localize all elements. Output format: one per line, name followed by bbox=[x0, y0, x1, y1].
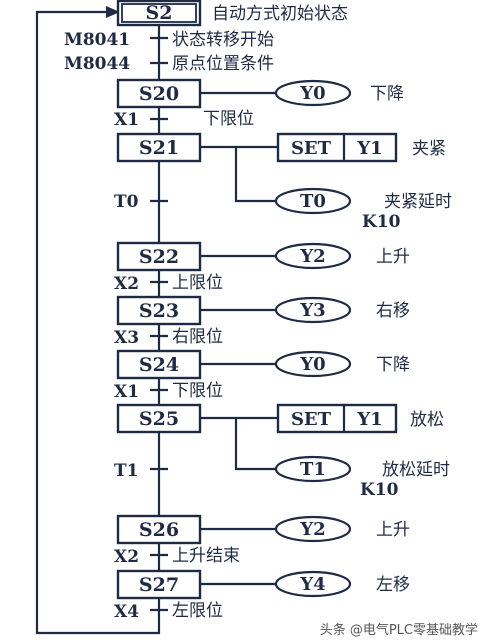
action-label: 下降 bbox=[376, 355, 410, 375]
transition-code: M8044 bbox=[64, 54, 130, 74]
timer-coil: T1 bbox=[300, 459, 326, 480]
action-label: 下降 bbox=[370, 84, 404, 104]
timer-coil: T0 bbox=[300, 191, 326, 212]
transition-code: X2 bbox=[114, 274, 139, 294]
transition-ticks bbox=[150, 36, 168, 612]
timer-action: 放松延时 bbox=[382, 460, 450, 480]
step-label: S25 bbox=[139, 408, 179, 430]
step-label: S27 bbox=[139, 574, 179, 596]
transition-text: 原点位置条件 bbox=[172, 54, 274, 74]
action-label: 左移 bbox=[376, 575, 410, 595]
action-label: 上升 bbox=[376, 520, 410, 540]
arrow-head-icon bbox=[106, 6, 120, 18]
step-label: S21 bbox=[139, 137, 179, 159]
timer-action: 夹紧延时 bbox=[384, 192, 452, 212]
transition-code: M8041 bbox=[64, 30, 130, 50]
transition-text: 上限位 bbox=[172, 273, 223, 293]
step-s2-initial: S2 自动方式初始状态 bbox=[116, 0, 348, 27]
set-coil: Y1 bbox=[356, 138, 382, 159]
step-note: 自动方式初始状态 bbox=[212, 4, 348, 24]
set-coil: Y1 bbox=[356, 409, 382, 430]
output-coil: Y2 bbox=[299, 519, 325, 540]
step-s27: S27 Y4 左移 bbox=[116, 569, 410, 600]
watermark: 头条 @电气PLC零基础教学 bbox=[320, 622, 478, 638]
step-s22: S22 Y2 上升 bbox=[116, 241, 410, 272]
transition-text: 左限位 bbox=[172, 601, 223, 621]
transition-code: X2 bbox=[114, 547, 139, 567]
action-label: 夹紧 bbox=[412, 139, 446, 159]
output-coil: Y0 bbox=[299, 354, 325, 375]
step-s23: S23 Y3 右移 bbox=[116, 295, 410, 326]
step-label: S26 bbox=[139, 519, 179, 541]
transition-text: 上升结束 bbox=[172, 546, 240, 566]
step-label: S22 bbox=[139, 246, 179, 268]
step-s24: S24 Y0 下降 bbox=[116, 349, 410, 380]
transition-labels: M8041 状态转移开始 M8044 原点位置条件 X1 下限位 T0 X2 上… bbox=[64, 30, 274, 622]
transition-code: X3 bbox=[114, 328, 139, 348]
output-coil: Y3 bbox=[299, 300, 325, 321]
action-label: 右移 bbox=[376, 301, 410, 321]
step-label: S2 bbox=[146, 2, 173, 24]
transition-text: 状态转移开始 bbox=[172, 30, 274, 50]
transition-text: 下限位 bbox=[203, 109, 254, 129]
transition-code: X4 bbox=[114, 602, 139, 622]
set-command: SET bbox=[291, 409, 332, 430]
step-s21: S21 SET Y1 夹紧 T0 夹紧延时 K10 bbox=[116, 132, 452, 232]
return-loop bbox=[35, 6, 161, 635]
step-label: S23 bbox=[139, 300, 179, 322]
step-label: S20 bbox=[139, 83, 179, 105]
transition-code: T1 bbox=[114, 461, 138, 481]
step-s26: S26 Y2 上升 bbox=[116, 514, 410, 545]
action-label: 放松 bbox=[410, 410, 444, 430]
step-s20: S20 Y0 下降 bbox=[116, 78, 404, 109]
transition-code: X1 bbox=[114, 110, 139, 130]
step-s25: S25 SET Y1 放松 T1 放松延时 K10 bbox=[116, 403, 450, 500]
action-label: 上升 bbox=[376, 247, 410, 267]
transition-text: 右限位 bbox=[172, 327, 223, 347]
output-coil: Y0 bbox=[299, 83, 325, 104]
transition-text: 下限位 bbox=[172, 381, 223, 401]
timer-constant: K10 bbox=[360, 480, 399, 500]
output-coil: Y2 bbox=[299, 246, 325, 267]
timer-constant: K10 bbox=[362, 212, 401, 232]
set-command: SET bbox=[291, 138, 332, 159]
step-label: S24 bbox=[139, 354, 179, 376]
output-coil: Y4 bbox=[299, 574, 325, 595]
transition-code: T0 bbox=[114, 192, 139, 212]
transition-code: X1 bbox=[114, 382, 139, 402]
